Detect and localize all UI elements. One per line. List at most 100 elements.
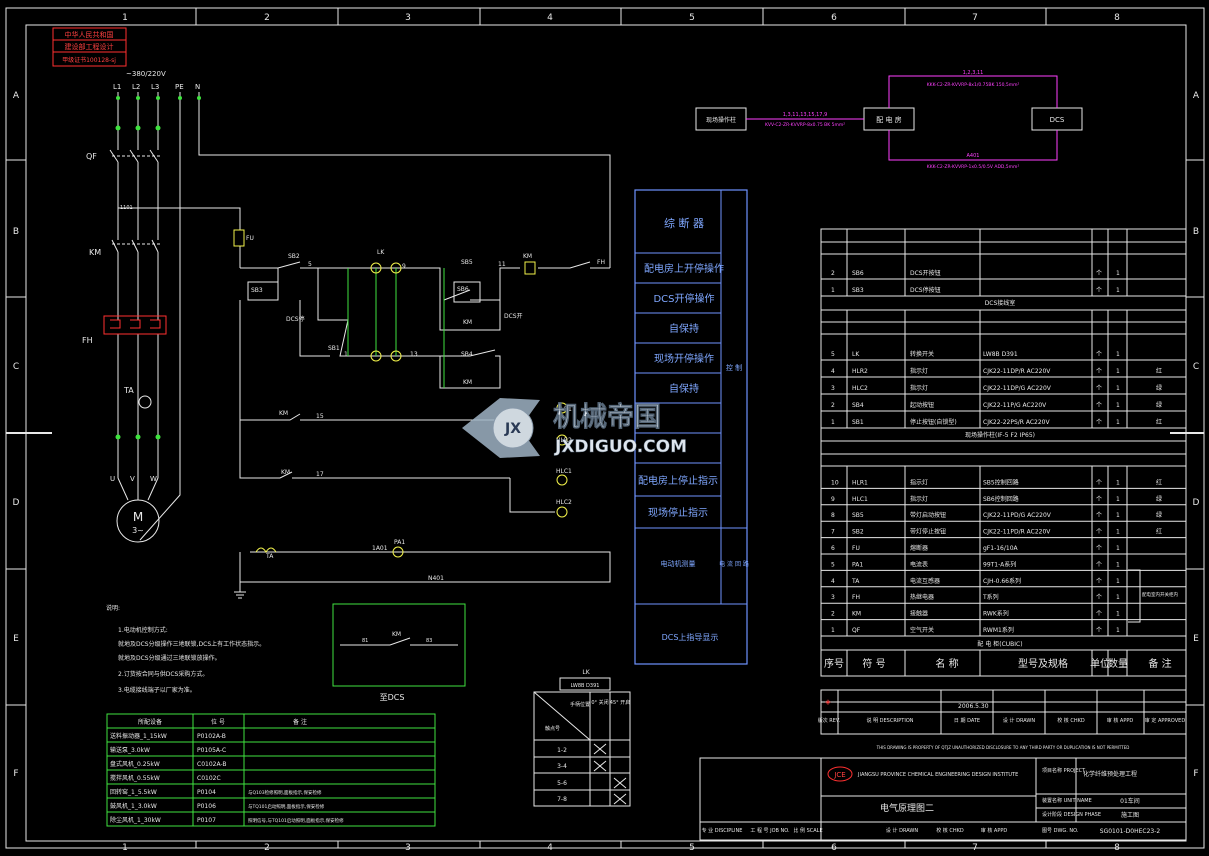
bom-cell: FU <box>852 545 860 552</box>
stamp-line: 中华人民共和国 <box>65 30 114 39</box>
device-left: 现场操作柱 <box>706 116 736 124</box>
load-cell: C0102C <box>197 775 221 782</box>
col-label: 2 <box>264 13 270 23</box>
col-label: 3 <box>405 843 411 853</box>
panel-item: 现场开停操作 <box>654 352 714 365</box>
panel-side-label: 控 制 <box>726 363 742 372</box>
panel-item: 自保持 <box>669 322 699 335</box>
panel-item: 配电房上开停操作 <box>644 262 724 275</box>
bom-cell: 红 <box>1156 528 1162 536</box>
phase-label: PE <box>175 83 184 91</box>
wire-number: 11 <box>498 261 506 268</box>
bom-cell: 绿 <box>1156 384 1162 392</box>
bom-cell: 8 <box>831 512 835 519</box>
lk-contact <box>370 350 382 362</box>
load-cell: P0102A-B <box>197 733 226 740</box>
notes-line: 1.电动机控制方式: <box>118 626 168 634</box>
bom-side-note: 配电室内开关柜内 <box>1142 591 1178 598</box>
sb2-label: SB2 <box>288 253 300 260</box>
lk-table-model: LW8B D391 <box>571 683 600 689</box>
motor-symbol <box>116 499 160 543</box>
rev-head: 校 核 CHKD <box>1057 717 1085 724</box>
notes-title: 说明: <box>106 604 120 612</box>
indicator-lamp <box>556 434 568 446</box>
bom-cell: SB2 <box>852 529 864 536</box>
pa1-label: PA1 <box>394 539 405 546</box>
bom-cell: 1 <box>1116 611 1120 618</box>
bom-cell: SB6控制回路 <box>983 495 1019 503</box>
bom-cell: 带灯启动按钮 <box>910 511 946 519</box>
bom-cell: DCS停按钮 <box>910 286 941 294</box>
bom-cell: 个 <box>1096 496 1102 503</box>
panel-item: 电动机测量 <box>661 559 696 568</box>
bom-cell: 停止按钮(自锁型) <box>910 418 957 426</box>
bom-cell: 指示灯 <box>910 495 928 503</box>
bom-cell: SB4 <box>852 402 864 409</box>
row-label: D <box>1193 498 1200 508</box>
bom-cell: 6 <box>831 545 835 552</box>
tb-value: 化学纤维预处理工程 <box>1083 770 1137 778</box>
wire-label: N401 <box>428 575 444 582</box>
bom-cell: 个 <box>1096 270 1102 277</box>
rev-head: 版次 REV. <box>818 717 841 724</box>
load-cell: 鼓风机_1_3.0kW <box>110 802 157 810</box>
fu-label: FU <box>246 235 254 242</box>
bom-cell: 个 <box>1096 402 1102 409</box>
km-aux-label: KM <box>279 410 288 417</box>
km-coil-label: KM <box>523 253 532 260</box>
bom-cell: SB6 <box>852 270 864 277</box>
bom-cell: SB5控制回路 <box>983 478 1019 486</box>
bom-cell: gF1-16/10A <box>983 545 1019 552</box>
load-head: 位 号 <box>211 718 225 726</box>
sb1-label: SB1 <box>328 345 340 352</box>
lk-label: LK <box>377 249 385 256</box>
panel-item: 配电房上停止指示 <box>638 474 718 487</box>
col-label: 5 <box>689 843 695 853</box>
terminal-number: 83 <box>426 638 432 644</box>
wire-label: 1101 <box>120 205 133 211</box>
col-label: 7 <box>972 843 978 853</box>
dcs-open-label: DCS开 <box>504 313 523 320</box>
bom-cell: 指示灯 <box>910 478 928 486</box>
bom-cell: DCS开按钮 <box>910 269 941 277</box>
bom-header-cell: 单位 <box>1090 657 1110 670</box>
wire-label: 1A01 <box>372 545 388 552</box>
bom-caption: 现场操作柱(IF-5 F2 IP65) <box>965 431 1035 439</box>
bom-cell: HLR2 <box>852 368 868 375</box>
tb-bottom: 比 例 SCALE <box>793 827 822 834</box>
bom-cell: 99T1-A系列 <box>983 560 1016 568</box>
wire-number: 15 <box>316 413 324 420</box>
watermark-brand: 机械帝国 <box>553 401 661 433</box>
bom-cell: 红 <box>1156 478 1162 486</box>
col-label: 1 <box>122 13 128 23</box>
panel-side-label: 电 流 回 路 <box>719 560 749 568</box>
bom-cell: 个 <box>1096 545 1102 552</box>
motor-label: M <box>133 510 143 524</box>
load-cell: P0107 <box>197 817 216 824</box>
bom-cell: 5 <box>831 351 835 358</box>
bom-header-cell: 名 称 <box>935 657 958 670</box>
bom-cell: 1 <box>1116 287 1120 294</box>
drawing-title: 电气原理图二 <box>880 802 934 814</box>
row-label: D <box>13 498 20 508</box>
bom-cell: 红 <box>1156 367 1162 375</box>
tb-bottom: 设 计 DRAWN <box>886 827 918 834</box>
load-cell: 回转窑_1_5.5kW <box>110 788 157 796</box>
lk-table-title: LK <box>582 669 590 676</box>
bom-cell: 1 <box>1116 270 1120 277</box>
company-name: JIANGSU PROVINCE CHEMICAL ENGINEERING DE… <box>857 772 1018 778</box>
load-cell: 除尘风机_1_30kW <box>110 816 161 824</box>
v-label: V <box>130 475 135 483</box>
bom-header-cell: 序号 <box>824 657 844 670</box>
to-dcs-label: 至DCS <box>380 693 405 702</box>
bom-cell: 起动按钮 <box>910 401 934 409</box>
bom-cell: HLR1 <box>852 479 868 486</box>
lk-contact <box>390 262 402 274</box>
bom-cell: 1 <box>1116 479 1120 486</box>
bom-cell: 1 <box>1116 351 1120 358</box>
bom-cell: 1 <box>1116 419 1120 426</box>
rev-date: 2006.5.30 <box>958 703 989 710</box>
km-aux-label: KM <box>463 379 472 386</box>
